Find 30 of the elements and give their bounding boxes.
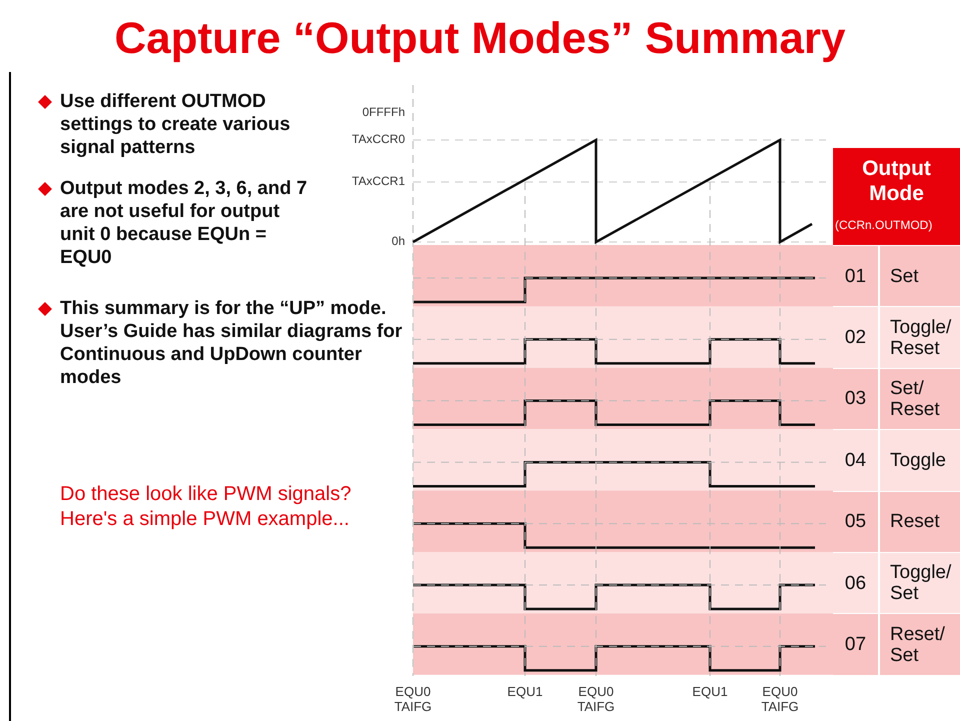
- table-cell: Toggle/ Reset: [878, 306, 960, 368]
- slide-title: Capture “Output Modes” Summary: [114, 14, 846, 64]
- table-cell: 04: [833, 429, 878, 491]
- table-cell: 02: [833, 306, 878, 368]
- table-cell: 05: [833, 490, 878, 552]
- table-cell: Reset: [878, 490, 960, 552]
- table-cell: Set/ Reset: [878, 368, 960, 430]
- axis-tick-label: 0h: [390, 234, 405, 248]
- table-cell: Set: [878, 245, 960, 306]
- table-cell: 03: [833, 368, 878, 430]
- axis-tick-label: TAxCCR1: [350, 174, 405, 188]
- table-cell: Reset/ Set: [878, 613, 960, 675]
- table-cell: Toggle/ Set: [878, 552, 960, 614]
- bullet-text: Use different OUTMOD settings to create various signal patterns: [60, 90, 292, 159]
- header-subtitle: (CCRn.OUTMOD): [835, 218, 932, 232]
- bullet-text: This summary is for the “UP” mode. User’s Guide has similar diagrams for Continuous and UpDown counter modes: [60, 297, 404, 389]
- header-title: Output Mode: [861, 156, 932, 206]
- table-cell: 06: [833, 552, 878, 614]
- event-label: EQU0 TAIFG: [576, 684, 616, 714]
- table-cell: Toggle: [878, 429, 960, 491]
- table-cell: 07: [833, 613, 878, 675]
- event-label: EQU1: [506, 684, 544, 699]
- bullet-text: Output modes 2, 3, 6, and 7 are not useful for output unit 0 because EQUn = EQU0: [60, 177, 308, 269]
- event-label: EQU0 TAIFG: [393, 684, 433, 714]
- event-label: EQU0 TAIFG: [760, 684, 800, 714]
- table-cell: 01: [833, 245, 878, 306]
- event-label: EQU1: [691, 684, 729, 699]
- axis-tick-label: TAxCCR0: [350, 132, 405, 146]
- axis-tick-label: 0FFFFh: [361, 105, 405, 119]
- note-text: Do these look like PWM signals? Here's a simple PWM example...: [60, 482, 352, 532]
